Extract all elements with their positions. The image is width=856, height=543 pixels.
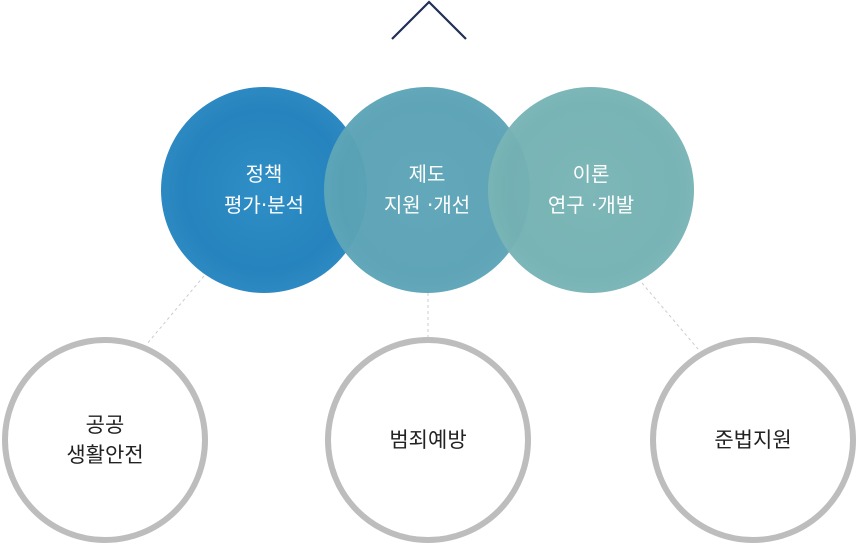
circle-label: 공공 생활안전 bbox=[66, 410, 143, 470]
circle-label: 정책 평가·분석 bbox=[224, 159, 304, 221]
circle-label: 이론 연구 ·개발 bbox=[548, 159, 634, 221]
circle-label: 준법지원 bbox=[714, 425, 791, 455]
connector-line-right bbox=[641, 282, 699, 350]
circle-label: 제도 지원 ·개선 bbox=[384, 159, 470, 221]
circle-label-line1: 공공 bbox=[85, 413, 125, 437]
circle-crime-prevention: 범죄예방 bbox=[325, 337, 531, 543]
circle-label-line1: 범죄예방 bbox=[389, 428, 467, 452]
circle-label-line1: 이론 bbox=[572, 162, 610, 186]
circle-label-line2: 평가·분석 bbox=[224, 193, 304, 217]
circle-label-line1: 준법지원 bbox=[714, 428, 792, 452]
connector-line-left bbox=[145, 275, 205, 346]
circle-label-line2: 생활안전 bbox=[66, 443, 144, 467]
circle-label-line1: 정책 bbox=[245, 162, 283, 186]
circle-label: 범죄예방 bbox=[389, 425, 466, 455]
circle-label-line2: 연구 ·개발 bbox=[547, 193, 635, 217]
circle-label-line1: 제도 bbox=[408, 162, 446, 186]
circle-theory-research: 이론 연구 ·개발 bbox=[488, 87, 694, 293]
chevron-up-icon bbox=[391, 0, 467, 40]
circle-compliance-support: 준법지원 bbox=[650, 337, 856, 543]
circle-label-line2: 지원 ·개선 bbox=[383, 193, 471, 217]
circle-public-safety: 공공 생활안전 bbox=[2, 337, 208, 543]
